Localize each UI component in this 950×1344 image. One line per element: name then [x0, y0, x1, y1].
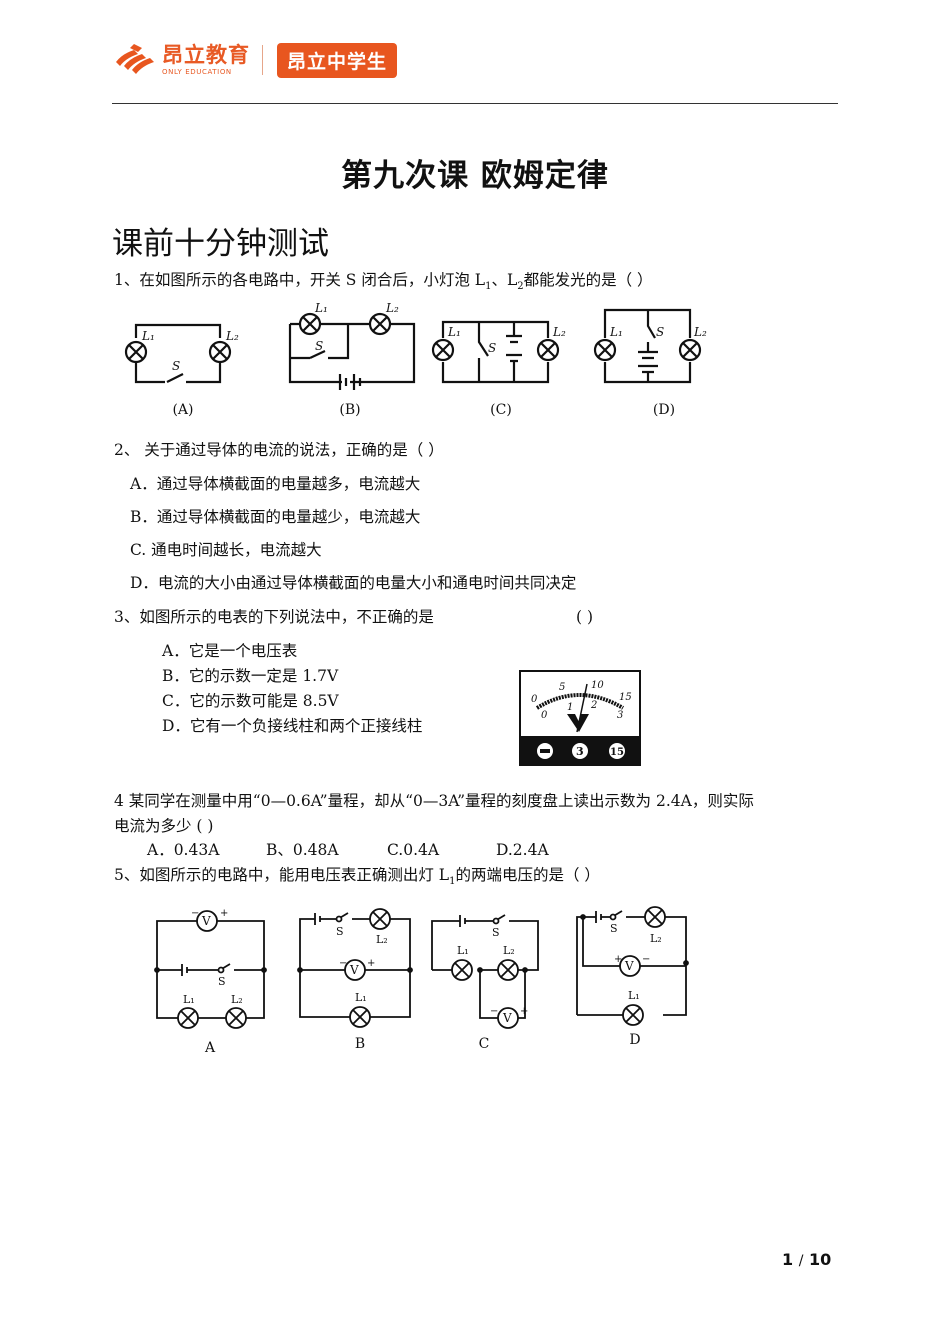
svg-text:L₁: L₁ — [183, 993, 195, 1006]
svg-text:S: S — [336, 925, 344, 938]
section-title: 课前十分钟测试 — [112, 226, 329, 262]
svg-text:L₁: L₁ — [141, 329, 155, 343]
question-3-stem: 3、如图所示的电表的下列说法中，不正确的是 — [114, 608, 434, 626]
q1-figure-label-d: (D) — [652, 402, 676, 418]
svg-text:+: + — [367, 958, 375, 969]
brand-logo-icon — [116, 44, 154, 74]
document-title: 第九次课 欧姆定律 — [341, 158, 609, 194]
q4-option-d: D.2.4A — [496, 841, 549, 859]
q2-option-b: B．通过导体横截面的电量越少，电流越大 — [130, 508, 421, 526]
question-4-line-2: 电流为多少 ( ) — [114, 817, 214, 835]
question-2-stem: 2、 关于通过导体的电流的说法，正确的是（ ） — [114, 441, 444, 459]
svg-text:L₂: L₂ — [231, 993, 243, 1006]
q1-sub2: 2 — [517, 281, 524, 293]
svg-text:L₂: L₂ — [225, 329, 239, 343]
svg-text:V: V — [349, 963, 359, 977]
svg-text:S: S — [610, 922, 618, 935]
svg-text:L₁: L₁ — [447, 325, 461, 339]
svg-text:L₁: L₁ — [609, 325, 623, 339]
voltmeter-diagram: 0 5 10 15 0 1 2 3 3 15 — [519, 670, 641, 766]
svg-text:−: − — [490, 1006, 498, 1017]
brand-name-en: ONLY EDUCATION — [162, 68, 232, 76]
q4-option-a: A．0.43A — [147, 841, 220, 859]
svg-text:15: 15 — [619, 692, 632, 703]
svg-text:L₂: L₂ — [552, 325, 566, 339]
q5-sub1: 1 — [449, 876, 456, 888]
svg-text:+: + — [520, 1006, 528, 1017]
q3-option-a: A．它是一个电压表 — [162, 642, 298, 660]
q5-figure-label-d: D — [629, 1032, 641, 1048]
svg-text:V: V — [201, 914, 211, 928]
svg-text:−: − — [642, 954, 650, 965]
brand-name-cn: 昂立教育 — [162, 43, 250, 67]
q5-figure-label-c: C — [478, 1036, 490, 1052]
svg-text:0: 0 — [531, 694, 538, 705]
q1-sub1: 1 — [485, 281, 492, 293]
svg-text:10: 10 — [591, 680, 604, 691]
svg-text:L₁: L₁ — [314, 301, 328, 315]
svg-text:15: 15 — [610, 747, 624, 758]
svg-text:L₁: L₁ — [355, 991, 367, 1004]
svg-text:−: − — [191, 908, 199, 919]
svg-text:2: 2 — [590, 700, 597, 711]
page-total: 10 — [809, 1250, 832, 1269]
q5-text-a: 5、如图所示的电路中，能用电压表正确测出灯 L — [114, 866, 450, 884]
q1-figure-label-a: (A) — [172, 402, 194, 418]
header-rule — [112, 103, 838, 104]
svg-text:L₂: L₂ — [693, 325, 707, 339]
q3-option-d: D．它有一个负接线柱和两个正接线柱 — [162, 717, 423, 735]
brand-divider — [262, 45, 263, 75]
question-3-bracket: ( ) — [576, 608, 594, 626]
page-number: 1 / 10 — [782, 1250, 831, 1269]
q4-option-b: B、0.48A — [266, 841, 339, 859]
svg-text:3: 3 — [617, 710, 623, 721]
q5-figure-label-a: A — [204, 1040, 216, 1056]
svg-text:1: 1 — [567, 702, 573, 713]
page-separator: / — [798, 1253, 804, 1269]
q5-figure-label-b: B — [354, 1036, 366, 1052]
brand-badge: 昂立中学生 — [277, 42, 398, 78]
svg-text:V: V — [502, 1011, 512, 1025]
q4-option-c: C.0.4A — [387, 841, 440, 859]
svg-text:V: V — [624, 959, 634, 973]
svg-text:S: S — [172, 359, 180, 373]
svg-text:+: + — [220, 908, 228, 919]
svg-text:L₂: L₂ — [650, 932, 662, 945]
header-logo: 昂立教育 ONLY EDUCATION 昂立中学生 — [112, 42, 398, 78]
q1-text-b: 、L — [491, 271, 518, 289]
question-1-circuit-diagrams: L₁ L₂ S L₁ L₂ S L₁ L₂ S L₁ L₂ S — [124, 301, 707, 390]
question-4-line-1: 4 某同学在测量中用“0—0.6A”量程，却从“0—3A”量程的刻度盘上读出示数… — [114, 792, 754, 810]
svg-text:5: 5 — [559, 682, 565, 693]
q1-text-c: 都能发光的是（ ） — [523, 271, 653, 289]
svg-text:L₂: L₂ — [385, 301, 399, 315]
svg-text:L₁: L₁ — [457, 944, 469, 957]
q1-figure-label-c: (C) — [490, 402, 512, 418]
svg-text:S: S — [492, 926, 500, 939]
svg-text:L₁: L₁ — [628, 989, 640, 1002]
q1-figure-label-b: (B) — [339, 402, 361, 418]
svg-text:L₂: L₂ — [376, 933, 388, 946]
svg-text:L₂: L₂ — [503, 944, 515, 957]
svg-text:S: S — [488, 341, 496, 355]
svg-text:S: S — [315, 339, 323, 353]
q3-option-b: B．它的示数一定是 1.7V — [162, 667, 339, 685]
page-current: 1 — [782, 1250, 794, 1269]
q2-option-d: D．电流的大小由通过导体横截面的电量大小和通电时间共同决定 — [130, 574, 577, 592]
q3-option-c: C．它的示数可能是 8.5V — [162, 692, 339, 710]
svg-text:+: + — [614, 954, 622, 965]
question-5-stem: 5、如图所示的电路中，能用电压表正确测出灯 L1的两端电压的是（ ） — [114, 865, 600, 892]
svg-text:3: 3 — [576, 745, 584, 758]
q1-text-a: 1、在如图所示的各电路中，开关 S 闭合后，小灯泡 L — [114, 271, 486, 289]
q2-option-a: A．通过导体横截面的电量越多，电流越大 — [130, 475, 421, 493]
q2-option-c: C. 通电时间越长，电流越大 — [130, 541, 322, 559]
svg-text:S: S — [656, 325, 664, 339]
svg-text:S: S — [218, 975, 226, 988]
svg-text:0: 0 — [541, 710, 548, 721]
svg-text:−: − — [339, 958, 347, 969]
question-1-stem: 1、在如图所示的各电路中，开关 S 闭合后，小灯泡 L1、L2都能发光的是（ ） — [114, 270, 653, 297]
q5-text-b: 的两端电压的是（ ） — [455, 866, 600, 884]
